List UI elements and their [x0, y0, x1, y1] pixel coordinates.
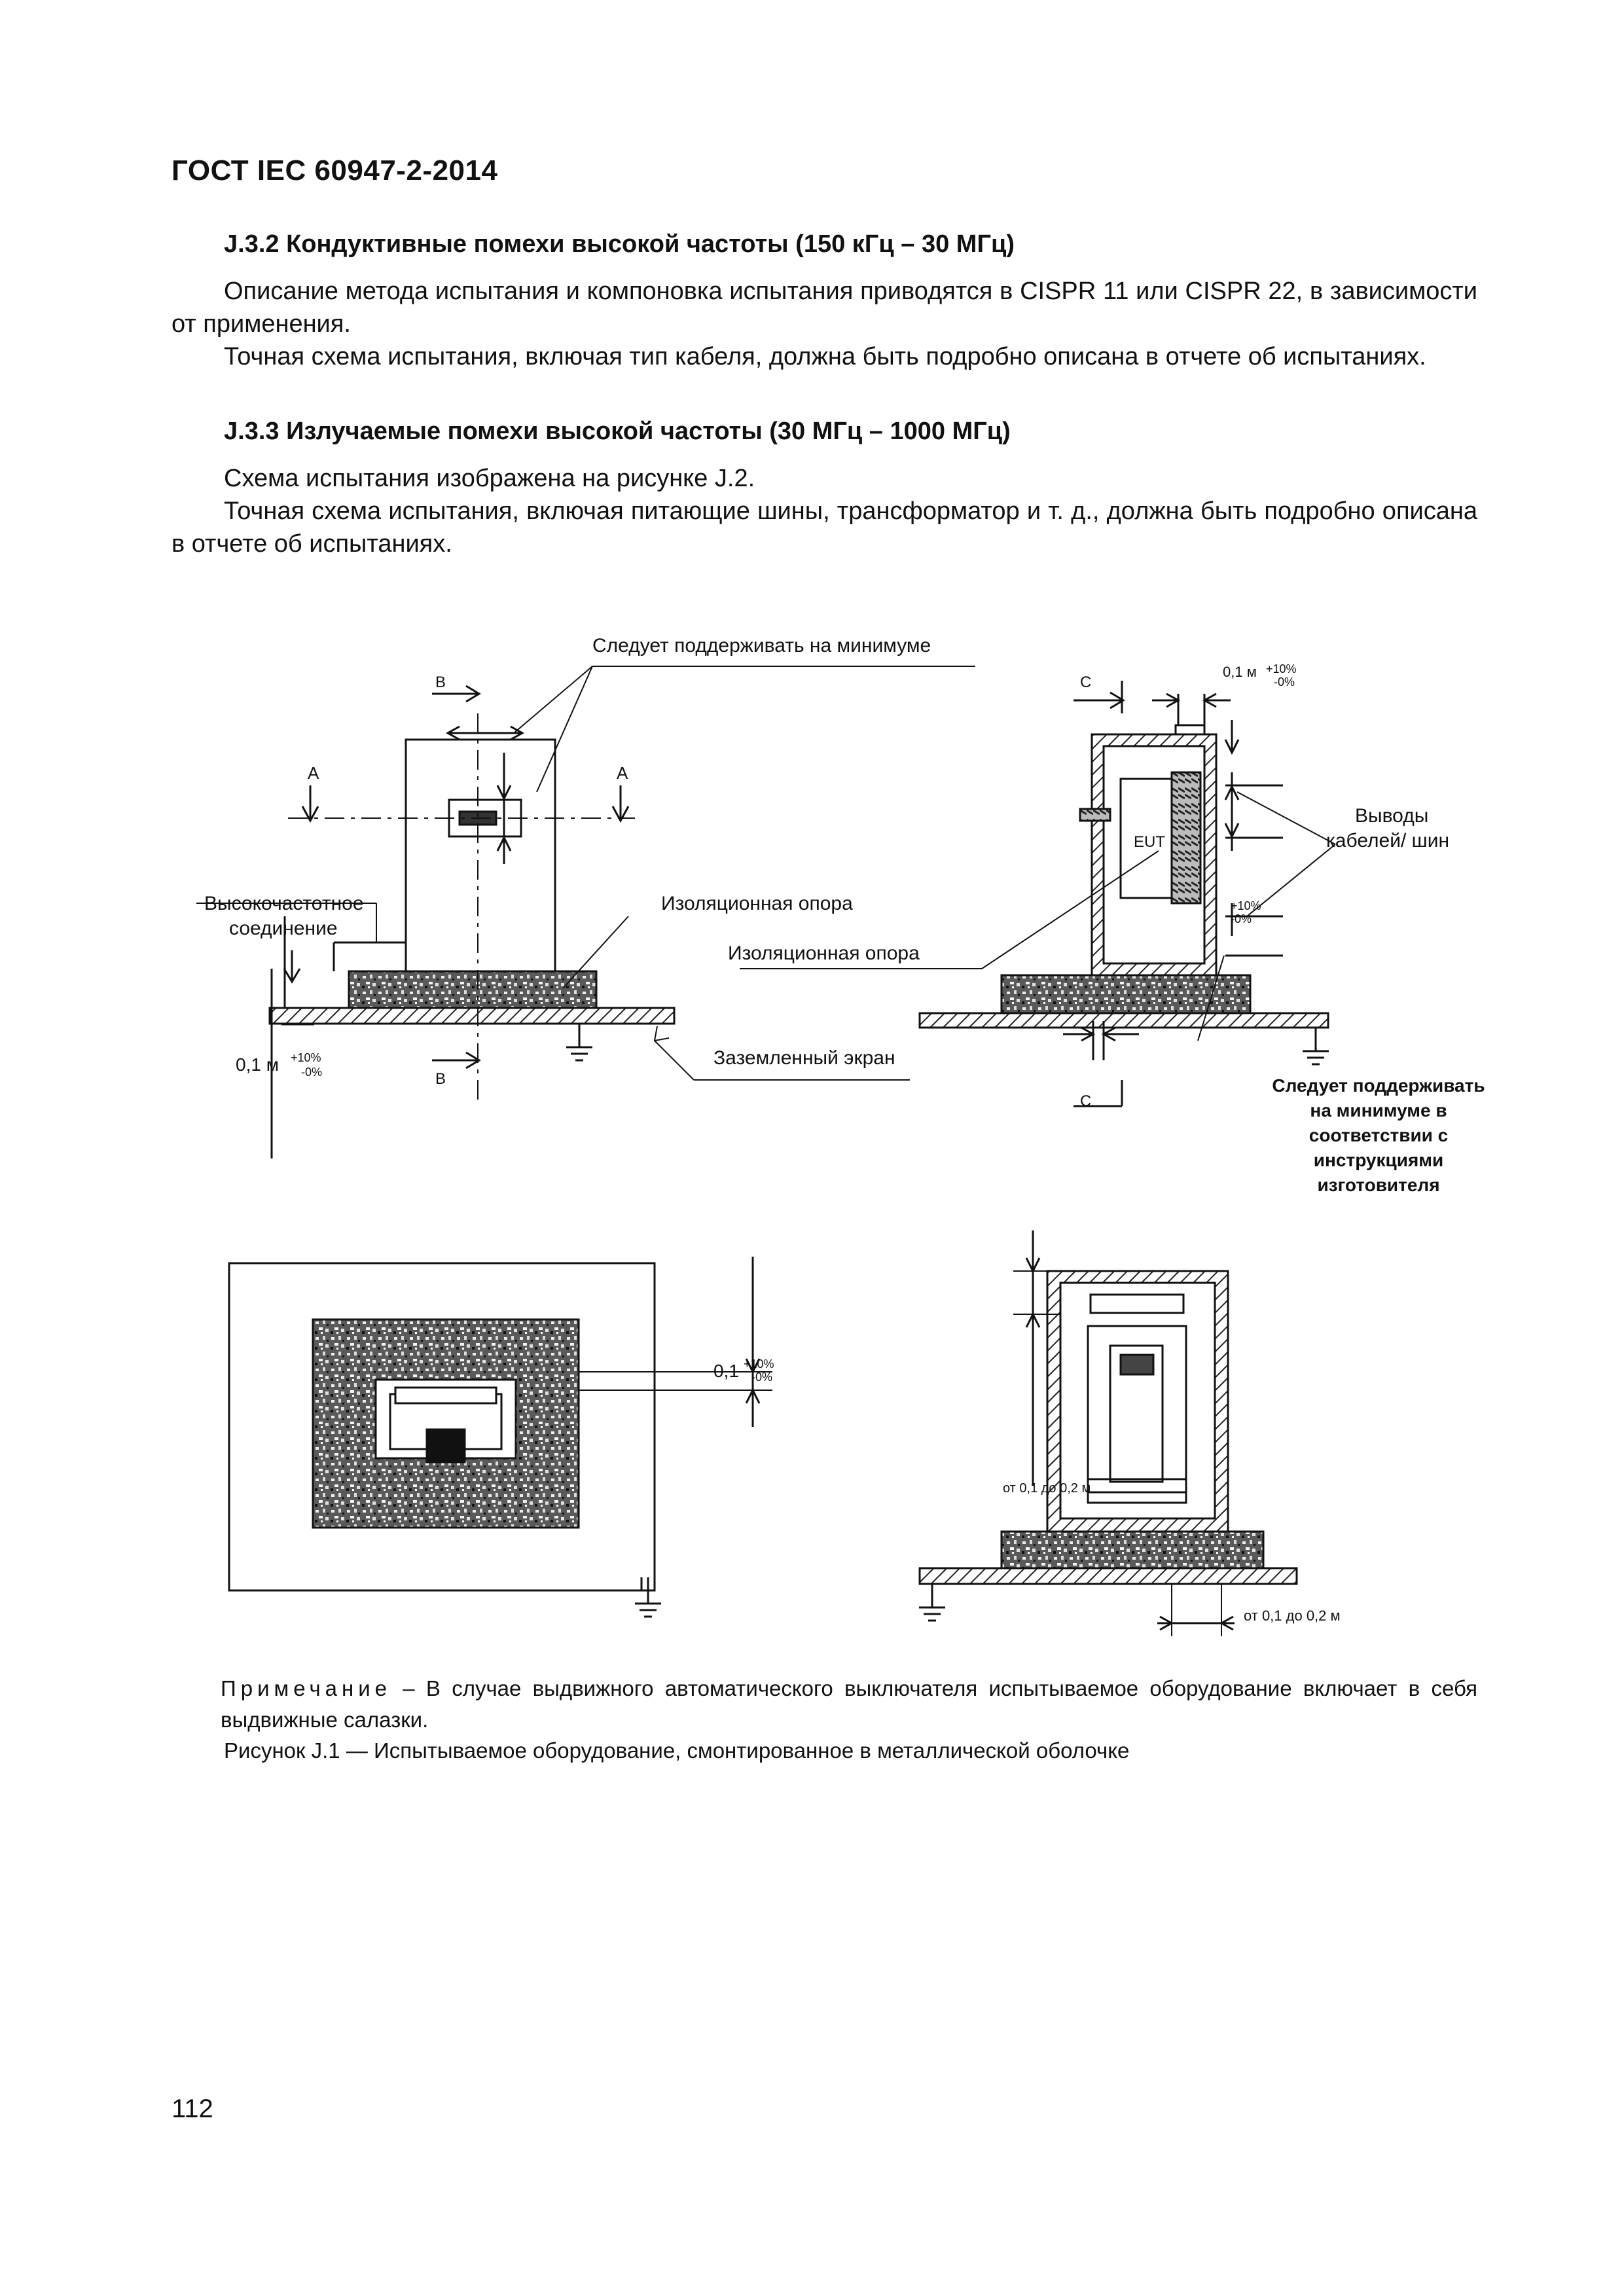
label-dim-01: 0,1 м: [236, 1054, 279, 1075]
label-keep-min-mfr: на минимуме в: [1310, 1100, 1447, 1121]
page-number: 112: [171, 2094, 213, 2123]
figure-caption: Рисунок J.1 — Испытываемое оборудование,…: [224, 1738, 1130, 1763]
label-dim-tol-plus: +10%: [1266, 662, 1297, 675]
label-insulating-support: Изоляционная опора: [728, 942, 920, 964]
label-keep-min-mfr: соответствии с: [1309, 1125, 1448, 1145]
label-dim-tol-minus: -0%: [1274, 675, 1295, 689]
label-dim-tol-plus: +10%: [744, 1357, 774, 1371]
label-insulating-support: Изоляционная опора: [661, 893, 853, 914]
label-section-a: A: [617, 763, 628, 783]
label-dim-range: от 0,1 до 0,2 м: [1003, 1481, 1091, 1496]
label-dim-tol-minus: -0%: [751, 1371, 772, 1384]
section-heading-j32: J.3.2 Кондуктивные помехи высокой частот…: [224, 230, 1015, 258]
document-header: ГОСТ IEC 60947-2-2014: [171, 154, 498, 187]
label-section-b: B: [435, 1070, 446, 1088]
label-cable-outputs: кабелей/ шин: [1326, 830, 1449, 852]
label-keep-min-mfr: инструкциями: [1314, 1150, 1443, 1170]
section-heading-j33: J.3.3 Излучаемые помехи высокой частоты …: [224, 418, 1011, 445]
label-dim-01-short: 0,1: [713, 1361, 739, 1381]
label-section-c: C: [1080, 1092, 1091, 1110]
note-text: – В случае выдвижного автоматического вы…: [221, 1676, 1477, 1732]
paragraph: Точная схема испытания, включая питающие…: [171, 497, 1477, 558]
label-dim-tol-plus: +10%: [291, 1051, 321, 1064]
label-section-c: C: [1080, 673, 1091, 691]
label-grounded-screen: Заземленный экран: [713, 1047, 895, 1069]
label-section-b: B: [435, 673, 446, 691]
label-dim-tol-plus: +10%: [1231, 899, 1261, 912]
label-keep-min: Следует поддерживать на минимуме: [592, 635, 931, 656]
label-dim-tol-minus: -0%: [301, 1066, 322, 1079]
label-keep-min-mfr: изготовителя: [1317, 1175, 1439, 1195]
label-section-a: A: [308, 763, 319, 783]
label-dim-tol-minus: -0%: [1231, 912, 1252, 925]
paragraph: Описание метода испытания и компоновка и…: [171, 278, 1477, 338]
label-hf-connection: соединение: [229, 918, 338, 939]
label-dim-01: 0,1 м: [1223, 664, 1257, 680]
label-keep-min-mfr: Следует поддерживать: [1272, 1075, 1485, 1096]
label-cable-outputs: Выводы: [1355, 805, 1428, 827]
note-prefix: Примечание: [221, 1676, 392, 1700]
paragraph: Схема испытания изображена на рисунке J.…: [224, 465, 755, 492]
label-hf-connection: Высокочастотное: [204, 893, 364, 914]
label-dim-range: от 0,1 до 0,2 м: [1244, 1607, 1341, 1624]
paragraph: Точная схема испытания, включая тип кабе…: [224, 343, 1426, 370]
figure-note: Примечание – В случае выдвижного автомат…: [221, 1673, 1477, 1736]
label-eut: EUT: [1134, 833, 1165, 851]
